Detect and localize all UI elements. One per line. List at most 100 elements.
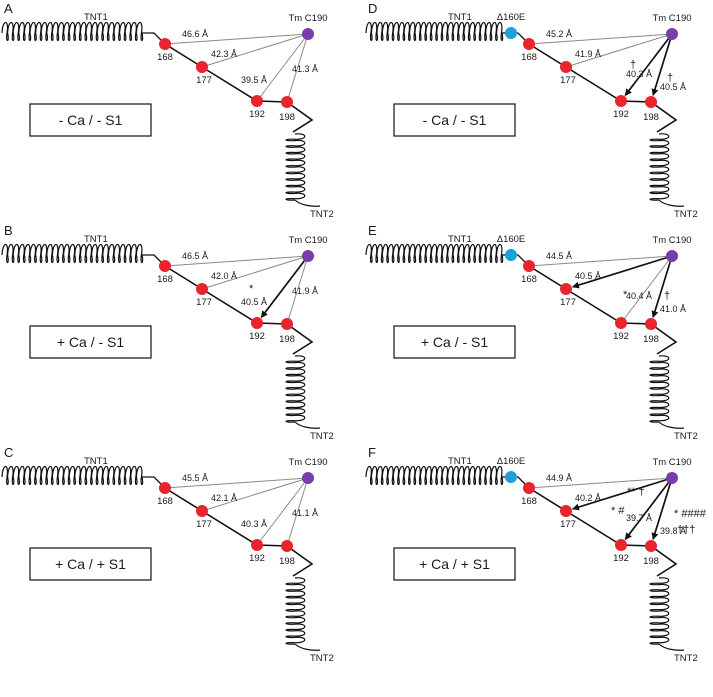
residue-168-label: 168: [521, 52, 537, 63]
tm-c190-dot: [302, 28, 314, 40]
panel-letter: F: [368, 445, 376, 460]
residue-168-label: 168: [521, 274, 537, 285]
residue-177-dot: [560, 283, 572, 295]
residue-177-label: 177: [196, 75, 212, 86]
condition-box: [393, 103, 516, 137]
distance-label-198: 39.8 Å: [660, 526, 686, 536]
residue-177-label: 177: [196, 519, 212, 530]
residue-198-label: 198: [279, 556, 295, 567]
residue-177-label: 177: [560, 75, 576, 86]
residue-198-dot: [645, 96, 657, 108]
fret-line-177: [572, 477, 673, 511]
distance-label-177: 40.2 Å: [575, 493, 601, 503]
fret-line-192: [620, 255, 673, 324]
residue-177-label: 177: [196, 297, 212, 308]
tnt1-label: TNT1: [84, 456, 108, 467]
fret-line-198: [286, 33, 309, 103]
distance-label-168: 44.5 Å: [546, 251, 572, 261]
condition-box: [393, 325, 516, 359]
residue-168-dot: [523, 38, 535, 50]
residue-168-dot: [523, 482, 535, 494]
residue-168-dot: [523, 260, 535, 272]
tnt2-label: TNT2: [674, 431, 698, 442]
delta160e-dot: [505, 471, 517, 483]
fret-line-198: [286, 255, 309, 325]
tnt2-tail: [658, 199, 685, 207]
fret-line-168: [164, 33, 309, 45]
fret-line-192: [624, 477, 673, 540]
fret-line-198: [286, 477, 309, 547]
tnt2-tail: [294, 199, 321, 207]
tm-c190-label: Tm C190: [652, 13, 691, 24]
residue-168-label: 168: [157, 274, 173, 285]
residue-192-label: 192: [613, 331, 629, 342]
distance-label-198: 41.0 Å: [660, 304, 686, 314]
residue-198-dot: [281, 96, 293, 108]
tnt2-label: TNT2: [674, 209, 698, 220]
residue-168-dot: [159, 260, 171, 272]
residue-192-dot: [615, 539, 627, 551]
residue-177-dot: [196, 283, 208, 295]
tnt-backbone: [164, 265, 314, 355]
residue-198-label: 198: [279, 334, 295, 345]
tnt-backbone: [528, 265, 678, 355]
residue-168-label: 168: [157, 52, 173, 63]
residue-192-label: 192: [613, 553, 629, 564]
condition-label: - Ca / - S1: [59, 112, 123, 128]
residue-198-dot: [645, 318, 657, 330]
significance-mark-192: †: [630, 59, 636, 71]
distance-label-177: 42.0 Å: [211, 271, 237, 281]
tnt1-helix: [365, 21, 504, 42]
tnt1-helix: [365, 243, 504, 264]
tnt2-helix: [649, 577, 670, 645]
tnt2-tail: [294, 643, 321, 651]
delta160e-label: Δ160E: [497, 234, 526, 245]
residue-177-label: 177: [560, 297, 576, 308]
residue-177-label: 177: [560, 519, 576, 530]
tnt-backbone: [164, 487, 314, 577]
residue-192-dot: [251, 539, 263, 551]
tm-c190-dot: [302, 472, 314, 484]
fret-line-192: [260, 255, 309, 318]
distance-label-198: 41.9 Å: [292, 286, 318, 296]
panel-letter: E: [368, 223, 377, 238]
fret-line-168: [164, 477, 309, 489]
distance-label-192: 39.5 Å: [241, 75, 267, 85]
distance-label-198: 41.1 Å: [292, 508, 318, 518]
residue-168-label: 168: [157, 496, 173, 507]
tm-c190-label: Tm C190: [288, 13, 327, 24]
tnt1-helix: [1, 465, 144, 486]
residue-192-dot: [615, 95, 627, 107]
fret-line-192: [256, 477, 309, 546]
distance-label-177: 40.5 Å: [575, 271, 601, 281]
tnt2-tail: [658, 421, 685, 429]
delta160e-dot: [505, 27, 517, 39]
tnt1-helix: [365, 465, 504, 486]
distance-label-168: 45.2 Å: [546, 29, 572, 39]
condition-label: - Ca / - S1: [423, 112, 487, 128]
tnt-backbone: [528, 43, 678, 133]
distance-label-192: 40.4 Å: [626, 291, 652, 301]
tnt2-tail: [294, 421, 321, 429]
distance-label-168: 46.6 Å: [182, 29, 208, 39]
tnt2-helix: [285, 355, 306, 423]
delta160e-label: Δ160E: [497, 12, 526, 23]
residue-192-dot: [251, 95, 263, 107]
residue-198-label: 198: [279, 112, 295, 123]
panel-letter: D: [368, 1, 377, 16]
residue-192-label: 192: [613, 109, 629, 120]
distance-label-168: 44.9 Å: [546, 473, 572, 483]
significance-mark-198: †: [667, 72, 673, 84]
condition-box: [29, 103, 152, 137]
tnt2-label: TNT2: [310, 209, 334, 220]
tnt2-tail: [658, 643, 685, 651]
significance-mark-198: * ####: [674, 508, 707, 520]
distance-label-177: 42.3 Å: [211, 49, 237, 59]
tnt1-label: TNT1: [84, 12, 108, 23]
